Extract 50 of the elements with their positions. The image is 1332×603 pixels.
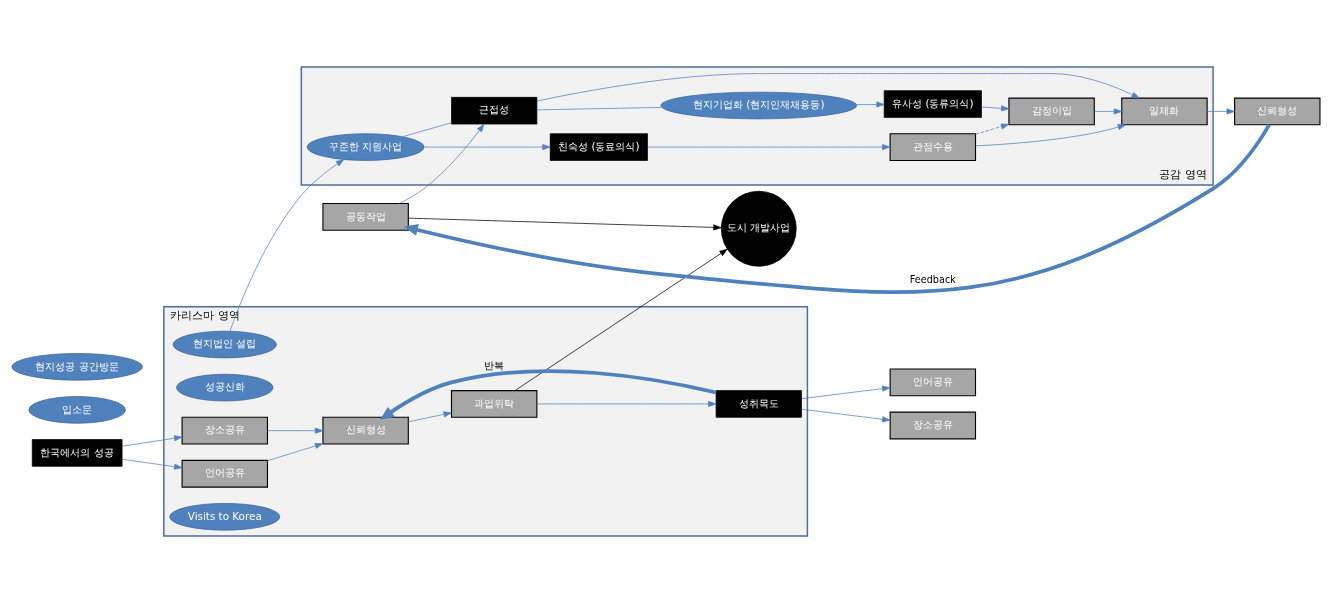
node-box: 신뢰형성 xyxy=(322,416,409,445)
node-ellipse: 현지기업화 (현지인재채용등) xyxy=(660,91,858,120)
arrow xyxy=(801,385,891,400)
node-box: 장소공유 xyxy=(889,411,977,440)
node-box: 과업위탁 xyxy=(450,390,538,418)
arrow xyxy=(267,427,324,434)
node-box: 감정이입 xyxy=(1008,97,1095,126)
node-ellipse: 성공신화 xyxy=(176,373,274,402)
arrow xyxy=(536,401,717,407)
arrow xyxy=(403,123,1271,294)
node-ellipse: 현지성공 공간방문 xyxy=(11,353,143,381)
arrow xyxy=(514,248,728,391)
node-ellipse: 꾸준한 지원사업 xyxy=(306,133,425,161)
node-box: 장소공유 xyxy=(181,416,269,445)
node-box: 신뢰형성 xyxy=(1234,97,1321,126)
arrow xyxy=(647,144,891,151)
arrow xyxy=(121,435,183,447)
node-box: 언어공유 xyxy=(181,459,269,488)
arrow xyxy=(408,217,722,231)
arrow xyxy=(399,123,485,204)
arrow xyxy=(1094,108,1122,115)
arrow xyxy=(856,101,885,108)
arrow xyxy=(229,159,345,332)
arrow xyxy=(975,124,1126,147)
node-ellipse: Visits to Korea xyxy=(169,503,281,531)
node-box: 친숙성 (동료의식) xyxy=(549,133,648,161)
node-box: 근접성 xyxy=(451,96,538,125)
node-box: 일체화 xyxy=(1121,97,1208,126)
edge-label: 반복 xyxy=(484,359,505,371)
arrow xyxy=(267,443,324,462)
edge-label: Feedback xyxy=(909,274,956,286)
node-box: 성취목도 xyxy=(715,390,802,418)
arrow xyxy=(423,144,551,151)
arrow xyxy=(975,123,1010,135)
arrow xyxy=(407,411,452,423)
arrow xyxy=(380,369,717,420)
node-ellipse: 현지법인 설립 xyxy=(172,330,277,359)
node-box: 한국에서의 성공 xyxy=(31,439,123,467)
arrow xyxy=(1206,108,1235,115)
arrow xyxy=(981,105,1010,112)
node-box: 언어공유 xyxy=(889,368,977,397)
node-box: 유사성 (동류의식) xyxy=(883,90,982,118)
arrow xyxy=(801,408,891,423)
connector xyxy=(402,122,452,138)
arrow xyxy=(121,458,183,470)
arrow xyxy=(536,73,1140,102)
connector xyxy=(536,107,662,111)
node-box: 공동작업 xyxy=(322,202,409,231)
node-box: 관점수용 xyxy=(889,133,977,161)
node-ellipse: 입소문 xyxy=(28,396,126,424)
